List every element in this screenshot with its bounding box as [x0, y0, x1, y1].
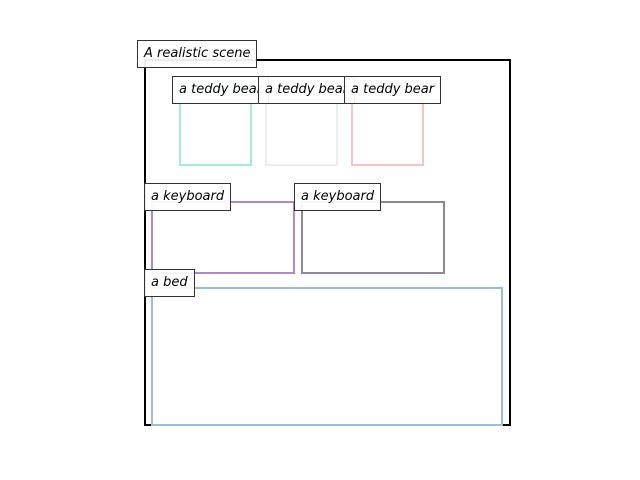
- teddy-bear-box-1: [179, 94, 252, 166]
- teddy-bear-label-3: a teddy bear: [344, 76, 442, 104]
- bed-label: a bed: [144, 269, 195, 297]
- keyboard-label-2: a keyboard: [294, 183, 382, 211]
- keyboard-label-1: a keyboard: [144, 183, 232, 211]
- teddy-bear-box-2: [265, 94, 338, 166]
- teddy-bear-label-1: a teddy bear: [172, 76, 270, 104]
- bed-box: [151, 287, 503, 426]
- teddy-bear-label-2: a teddy bear: [258, 76, 356, 104]
- keyboard-box-2: [301, 201, 445, 274]
- scene-label: A realistic scene: [137, 40, 258, 68]
- keyboard-box-1: [151, 201, 295, 274]
- teddy-bear-box-3: [351, 94, 424, 166]
